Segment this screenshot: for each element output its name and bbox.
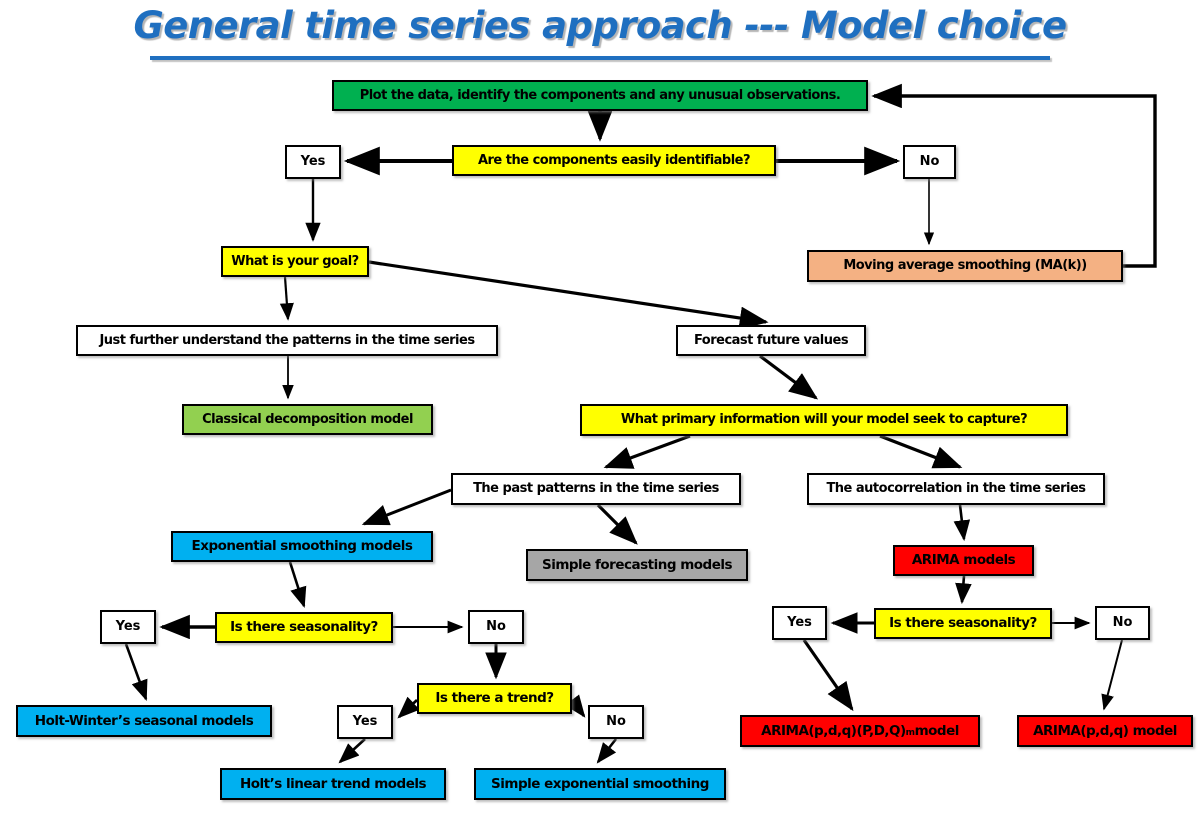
edge-goal-to-understand <box>279 276 294 321</box>
node-arima-seasonal-model[interactable]: ARIMA(p,d,q)(P,D,Q)m model <box>740 715 980 747</box>
edge-arima-to-season <box>955 575 972 605</box>
node-classical-decomposition[interactable]: Classical decomposition model <box>182 404 433 435</box>
edge-past-to-simple-fc <box>596 503 638 545</box>
edge-primary-to-autocorr <box>879 434 963 469</box>
edge-yes3-to-arima-seasonal <box>802 639 854 712</box>
edge-no3-to-arima-plain <box>1101 639 1123 711</box>
edge-trend-to-yes <box>397 696 420 719</box>
edge-moving-average-to-plot <box>871 83 1157 268</box>
node-no-seasonality-left[interactable]: No <box>468 610 524 644</box>
edge-forecast-to-primary <box>759 354 819 400</box>
node-moving-average-smoothing[interactable]: Moving average smoothing (MA(k)) <box>807 250 1123 282</box>
node-yes-seasonality-left[interactable]: Yes <box>100 610 156 644</box>
node-no-trend[interactable]: No <box>588 705 644 739</box>
page-title: General time series approach --- Model c… <box>133 4 1067 47</box>
node-yes-trend[interactable]: Yes <box>337 705 393 739</box>
title-underline <box>150 56 1050 60</box>
node-no-seasonality-right[interactable]: No <box>1095 606 1150 640</box>
node-components-question[interactable]: Are the components easily identifiable? <box>452 145 776 176</box>
node-autocorrelation[interactable]: The autocorrelation in the time series <box>807 473 1105 505</box>
edge-expsmooth-to-season <box>288 561 307 608</box>
edge-trend-to-no <box>564 694 586 718</box>
edge-past-to-expsmooth <box>361 488 452 526</box>
edge-autocorr-to-arima <box>953 504 971 542</box>
node-trend-question[interactable]: Is there a trend? <box>417 683 572 714</box>
node-forecast-future-values[interactable]: Forecast future values <box>676 325 866 356</box>
node-understand-patterns[interactable]: Just further understand the patterns in … <box>76 325 498 356</box>
node-simple-forecasting-models[interactable]: Simple forecasting models <box>526 549 748 581</box>
edge-yes4-to-holt-linear <box>338 738 366 764</box>
node-seasonality-question-left[interactable]: Is there seasonality? <box>215 612 393 643</box>
node-exponential-smoothing-models[interactable]: Exponential smoothing models <box>171 531 433 562</box>
edge-yes2-to-holtwinter <box>124 643 148 701</box>
node-yes-components[interactable]: Yes <box>285 145 341 179</box>
edge-no4-to-simple-exp <box>596 738 618 764</box>
node-past-patterns[interactable]: The past patterns in the time series <box>451 473 741 505</box>
node-arima-models[interactable]: ARIMA models <box>893 545 1034 576</box>
node-seasonality-question-right[interactable]: Is there seasonality? <box>874 608 1052 639</box>
node-primary-information-question[interactable]: What primary information will your model… <box>580 404 1068 436</box>
edge-primary-to-past <box>603 434 691 469</box>
node-arima-plain-model[interactable]: ARIMA(p,d,q) model <box>1017 715 1193 747</box>
node-holts-linear-trend-models[interactable]: Holt’s linear trend models <box>220 768 446 800</box>
node-holt-winters-seasonal-models[interactable]: Holt-Winter’s seasonal models <box>16 705 272 737</box>
node-plot[interactable]: Plot the data, identify the components a… <box>332 80 868 111</box>
node-no-components[interactable]: No <box>903 145 956 179</box>
edge-goal-to-forecast <box>368 260 769 330</box>
node-yes-seasonality-right[interactable]: Yes <box>772 606 827 640</box>
node-simple-exponential-smoothing[interactable]: Simple exponential smoothing <box>474 768 726 800</box>
node-goal-question[interactable]: What is your goal? <box>221 246 369 277</box>
